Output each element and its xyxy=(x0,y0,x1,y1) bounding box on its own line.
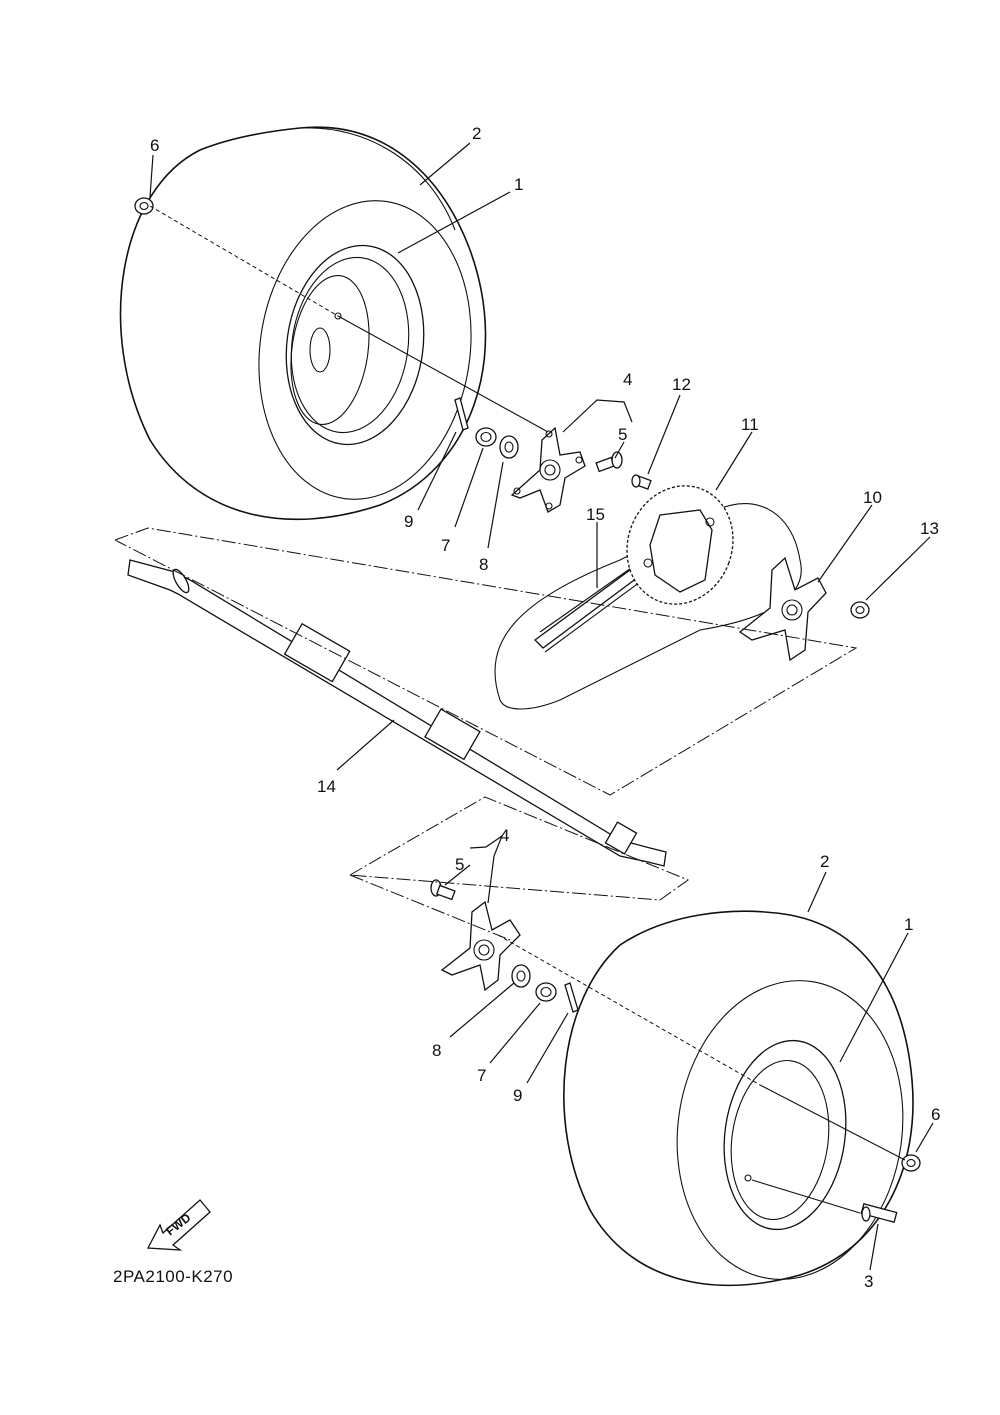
callout-14: 14 xyxy=(317,777,336,796)
callout-5-bottom: 5 xyxy=(455,855,464,874)
top-castle-nut xyxy=(475,427,497,447)
rear-sprocket xyxy=(626,485,734,605)
callout-12: 12 xyxy=(672,375,691,394)
bottom-wheel-hub xyxy=(440,900,521,992)
callout-15: 15 xyxy=(586,505,605,524)
bottom-castle-nut xyxy=(535,982,557,1002)
bottom-rim xyxy=(723,1039,847,1231)
callout-7-bottom: 7 xyxy=(477,1066,486,1085)
alignment-lines xyxy=(114,205,906,1214)
callout-5-top: 5 xyxy=(618,425,627,444)
callout-4-bottom: 4 xyxy=(500,826,509,845)
callout-8-top: 8 xyxy=(479,555,488,574)
callout-4-top: 4 xyxy=(623,370,632,389)
bottom-washer xyxy=(511,964,531,988)
callout-11: 11 xyxy=(741,415,759,434)
bottom-cotter-pin xyxy=(564,982,579,1013)
fwd-arrow-icon: FWD xyxy=(146,1199,211,1251)
callout-9-top: 9 xyxy=(404,512,413,531)
top-wheel-nut xyxy=(134,197,154,215)
diagram-code: 2PA2100-K270 xyxy=(113,1267,233,1286)
top-rim xyxy=(285,244,425,446)
callout-6-bottom: 6 xyxy=(931,1105,940,1124)
top-hub-stud xyxy=(595,451,623,473)
hub-nut xyxy=(850,601,870,619)
callout-13: 13 xyxy=(920,519,939,538)
callout-2-top: 2 xyxy=(472,124,481,143)
top-cotter-pin xyxy=(454,397,469,431)
top-washer xyxy=(499,435,519,459)
tire-valve xyxy=(860,1202,898,1224)
sprocket-hub xyxy=(738,556,827,662)
leader-lines xyxy=(149,142,934,1271)
bottom-wheel-nut xyxy=(901,1154,921,1172)
callout-numbers: 6 2 1 4 5 12 11 9 7 8 15 10 13 14 4 5 2 … xyxy=(150,124,940,1291)
sprocket-bolt xyxy=(631,474,652,490)
callout-3: 3 xyxy=(864,1272,873,1291)
callout-9-bottom: 9 xyxy=(513,1086,522,1105)
callout-10: 10 xyxy=(863,488,882,507)
callout-1-bottom: 1 xyxy=(904,915,913,934)
rear-axle xyxy=(127,559,667,867)
callout-1-top: 1 xyxy=(514,175,523,194)
callout-6-top: 6 xyxy=(150,136,159,155)
bottom-hub-stud xyxy=(430,879,456,901)
callout-8-bottom: 8 xyxy=(432,1041,441,1060)
top-wheel-hub xyxy=(510,426,586,513)
callout-7-top: 7 xyxy=(441,536,450,555)
callout-2-bottom: 2 xyxy=(820,852,829,871)
